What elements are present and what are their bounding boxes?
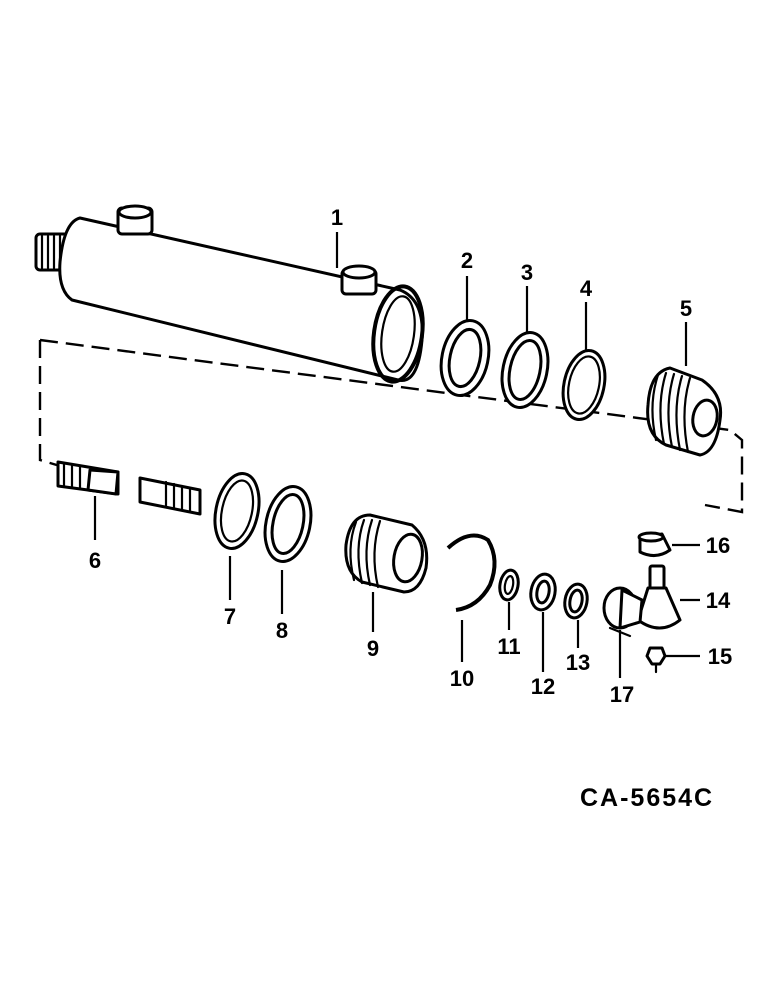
part-11-seal (498, 568, 520, 602)
callout-13: 13 (566, 650, 590, 675)
part-15-grease-fitting (645, 646, 667, 674)
part-8-seal (263, 485, 313, 563)
part-17-elbow (602, 586, 644, 638)
callout-2: 2 (461, 248, 473, 273)
assembly-guide-line (38, 338, 744, 514)
part-7-seal (213, 472, 261, 550)
part-10-snap-ring (446, 533, 497, 612)
callout-9: 9 (367, 636, 379, 661)
callout-15: 15 (708, 644, 732, 669)
part-5-piston (646, 366, 723, 457)
callout-11: 11 (497, 634, 520, 659)
callout-8: 8 (276, 618, 288, 643)
callout-5: 5 (680, 296, 692, 321)
part-9-gland (344, 513, 429, 594)
figure-code: CA-5654C (580, 784, 714, 812)
part-3-seal (500, 331, 550, 409)
callout-12: 12 (531, 674, 555, 699)
callout-4: 4 (580, 276, 593, 301)
part-14-end-fitting (636, 564, 682, 630)
part-1-cylinder-barrel (34, 204, 425, 384)
callout-1: 1 (331, 205, 343, 230)
callout-14: 14 (706, 588, 731, 613)
part-4-backup-ring (561, 349, 607, 421)
part-13-seal (563, 582, 589, 620)
part-16-cap (637, 531, 672, 557)
callout-3: 3 (521, 260, 533, 285)
callout-17: 17 (610, 682, 634, 707)
part-6-piston-rod (56, 460, 202, 516)
part-12-seal (529, 572, 557, 612)
callout-6: 6 (89, 548, 101, 573)
callout-16: 16 (706, 533, 730, 558)
leader-lines (93, 232, 700, 678)
callout-10: 10 (450, 666, 474, 691)
part-2-seal (439, 319, 491, 397)
callout-7: 7 (224, 604, 236, 629)
